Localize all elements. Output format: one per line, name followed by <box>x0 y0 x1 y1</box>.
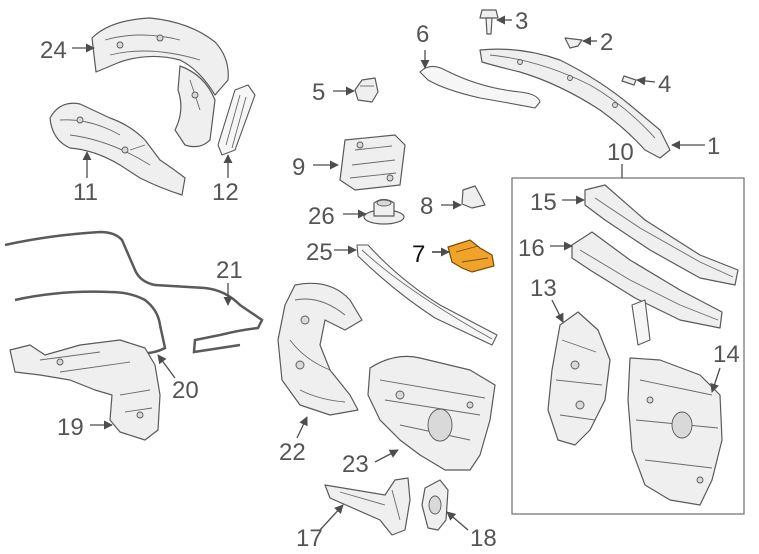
callout-6: 6 <box>416 21 429 48</box>
part-15-panel[interactable] <box>584 184 739 286</box>
part-19-panel[interactable] <box>9 339 161 441</box>
part-8-clip[interactable] <box>461 185 486 209</box>
part-5-clip[interactable] <box>354 77 379 103</box>
callout-13: 13 <box>530 275 557 302</box>
callout-3: 3 <box>515 8 528 35</box>
callout-26: 26 <box>308 203 335 230</box>
part-2-clip[interactable] <box>564 37 583 49</box>
callout-12: 12 <box>212 179 239 206</box>
part-26-grommet[interactable] <box>363 198 405 225</box>
part-6-seal[interactable] <box>419 65 541 109</box>
part-25-strip[interactable] <box>356 244 498 346</box>
callout-14: 14 <box>713 341 740 368</box>
callout-9: 9 <box>292 154 305 181</box>
callout-23: 23 <box>342 451 369 478</box>
callout-24: 24 <box>40 37 67 64</box>
part-17-bracket[interactable] <box>324 477 411 536</box>
part-21-seal[interactable] <box>4 230 264 354</box>
callout-22: 22 <box>279 439 306 466</box>
callout-8: 8 <box>420 193 433 220</box>
part-22-insulator[interactable] <box>277 282 363 416</box>
callout-21: 21 <box>216 257 243 284</box>
callout-2: 2 <box>600 29 613 56</box>
assembly-10-box <box>511 177 745 515</box>
callout-5: 5 <box>312 79 325 106</box>
callout-10: 10 <box>607 139 634 166</box>
callout-18: 18 <box>470 525 497 552</box>
part-9-bracket[interactable] <box>339 134 406 191</box>
callout-16: 16 <box>518 235 545 262</box>
part-23-insulator[interactable] <box>367 355 496 471</box>
callout-11: 11 <box>73 179 98 206</box>
part-16-panel[interactable] <box>571 231 723 346</box>
callout-15: 15 <box>530 189 557 216</box>
part-20-seal[interactable] <box>14 290 167 355</box>
callout-17: 17 <box>296 525 323 552</box>
part-3-pushpin[interactable] <box>479 9 499 35</box>
callout-4: 4 <box>658 71 671 98</box>
part-13-panel[interactable] <box>547 311 611 446</box>
part-12-strip[interactable] <box>217 84 256 156</box>
callout-25: 25 <box>306 239 333 266</box>
callout-1: 1 <box>707 133 720 160</box>
part-18-seal[interactable] <box>421 479 449 531</box>
callout-20: 20 <box>172 377 199 404</box>
part-14-panel[interactable] <box>627 357 723 506</box>
part-1-rail[interactable] <box>479 48 671 159</box>
part-4-pin[interactable] <box>621 75 637 86</box>
part-11-panel[interactable] <box>49 102 186 196</box>
part-24-insulator[interactable] <box>91 17 229 148</box>
part-7-bracket-highlighted[interactable] <box>447 239 495 273</box>
callout-7: 7 <box>412 241 425 268</box>
callout-19: 19 <box>57 414 84 441</box>
